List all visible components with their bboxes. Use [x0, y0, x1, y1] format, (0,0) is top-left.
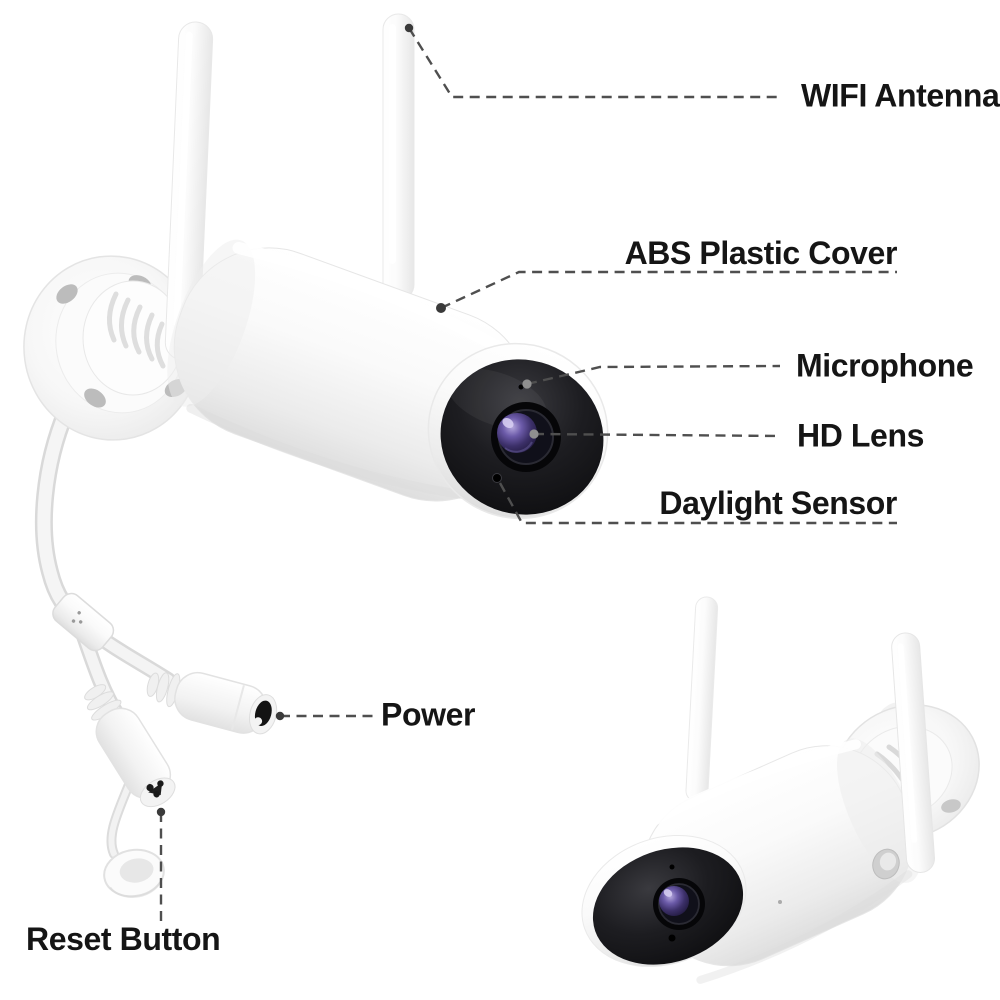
ball-joint-ribs — [107, 291, 166, 369]
power-label: Power — [381, 696, 476, 733]
microphone-label: Microphone — [796, 347, 974, 384]
leader-wifi-antenna — [407, 27, 779, 99]
cable-splitter — [52, 592, 115, 652]
mount-screw-hole — [56, 284, 78, 304]
microphone-hole-2 — [669, 864, 675, 870]
wifi-antenna-left-2 — [685, 596, 719, 803]
hd-lens — [491, 402, 561, 472]
wifi-antenna-label: WIFI Antenna — [801, 77, 1000, 114]
antenna-hinge — [872, 848, 900, 880]
leader-abs-cover — [440, 270, 897, 310]
daylight-sensor-label: Daylight Sensor — [659, 485, 897, 521]
daylight-sensor-hole — [492, 473, 502, 483]
mount-screw-hole — [84, 388, 106, 408]
main-camera-view — [23, 13, 609, 898]
leader-hd-lens — [533, 432, 781, 438]
abs-cover-label: ABS Plastic Cover — [624, 235, 898, 271]
leader-lines — [156, 23, 897, 921]
leader-microphone — [526, 364, 781, 386]
wifi-antenna-right-2 — [891, 632, 935, 873]
secondary-camera-view — [581, 596, 980, 984]
reset-cap — [103, 848, 165, 898]
daylight-sensor-hole-2 — [668, 934, 676, 942]
power-connector — [146, 671, 278, 735]
reset-connector — [84, 684, 176, 808]
wall-mount-base — [23, 255, 201, 441]
wifi-antenna-right — [382, 13, 415, 301]
hd-lens-label: HD Lens — [797, 417, 924, 454]
mount-screw-hole — [941, 799, 961, 813]
hd-lens-2 — [653, 878, 705, 930]
reset-button-label: Reset Button — [26, 921, 221, 957]
